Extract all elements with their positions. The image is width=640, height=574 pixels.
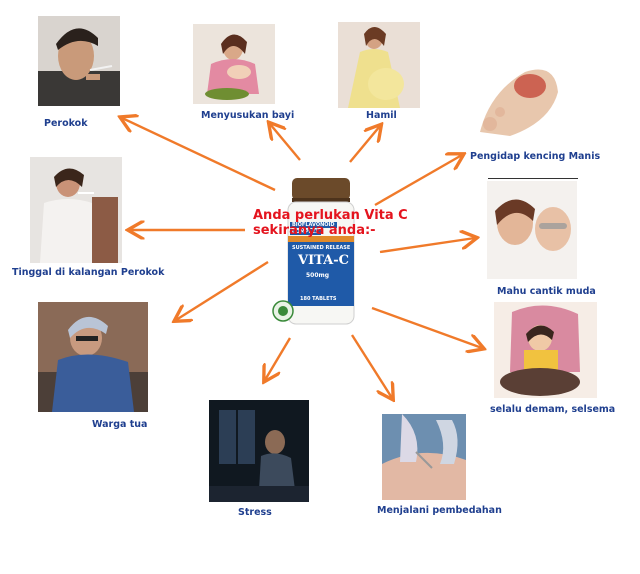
headline-line-2: sekiranya anda:- (253, 223, 376, 238)
arrow-pembedahan (350, 334, 392, 398)
photo-passive-smoker (30, 157, 122, 263)
photo-pregnant (338, 22, 420, 108)
photo-young-beauty (487, 181, 577, 279)
caption-hamil: Hamil (366, 110, 397, 121)
halal-seal-icon (272, 300, 294, 322)
arrow-menyusukan (270, 124, 301, 161)
arrow-cantik (379, 238, 475, 254)
arrow-kencing (374, 155, 462, 207)
photo-diabetic-foot (470, 52, 565, 140)
arrow-stress (265, 337, 292, 380)
arrow-warga (176, 260, 269, 320)
photo-smoker (38, 16, 120, 106)
product-count: 180 TABLETS (300, 296, 337, 302)
product-side-label-2: COMPLEX (290, 229, 322, 235)
photo-surgery (382, 414, 466, 500)
caption-cantik-muda: Mahu cantik muda (497, 286, 596, 297)
caption-demam: selalu demam, selsema (490, 404, 616, 415)
caption-kencing-manis: Pengidap kencing Manis (470, 151, 601, 162)
photo-breastfeeding (193, 24, 275, 104)
product-strength: 500mg (306, 272, 330, 279)
divider-line (488, 178, 578, 179)
product-name: VITA-C (298, 253, 349, 268)
caption-perokok: Perokok (44, 118, 88, 129)
headline: Anda perlukan Vita C sekiranya anda:- (253, 208, 408, 238)
caption-pembedahan: Menjalani pembedahan (377, 505, 502, 516)
arrow-hamil (349, 126, 380, 163)
caption-kalangan-perokok: Tinggal di kalangan Perokok (12, 267, 165, 278)
photo-stress (209, 400, 309, 502)
photo-elderly (38, 302, 148, 412)
headline-line-1: Anda perlukan Vita C (253, 208, 408, 223)
caption-menyusukan-bayi: Menyusukan bayi (201, 110, 295, 121)
caption-warga-tua: Warga tua (92, 419, 148, 430)
product-side-label-1: BIOFLAVONOID (290, 222, 337, 228)
arrow-demam (371, 306, 482, 348)
photo-fever-child (494, 302, 597, 398)
caption-stress: Stress (238, 507, 272, 518)
product-brand-line: SUSTAINED RELEASE (292, 245, 351, 251)
arrow-perokok (122, 118, 276, 192)
